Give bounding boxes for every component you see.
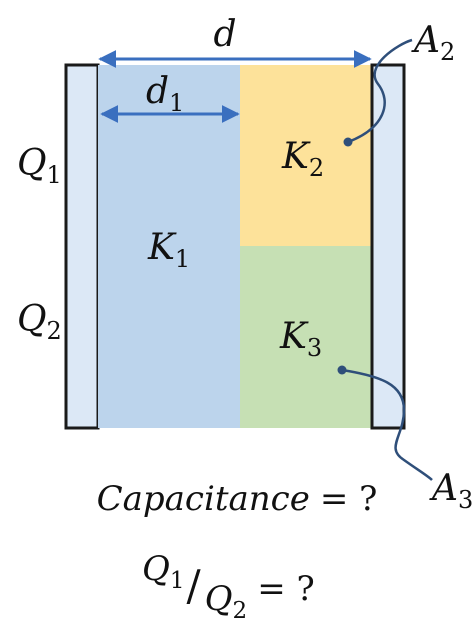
a3-callout-line [341,368,433,481]
q2-label: Q2 [17,299,62,345]
charge-ratio-question: Q1/Q2= ? [142,549,315,624]
a2-label: A2 [411,20,455,66]
k1-label: K1 [147,227,190,273]
dielectric-k3-region [240,246,372,428]
a2-callout-line [347,38,413,144]
a2-callout-dot [343,137,353,147]
left-plate [64,63,100,430]
a3-callout-dot [337,365,347,375]
capacitance-question: Capacitance= ? [97,479,378,519]
q1-label: Q1 [17,143,62,189]
a3-label: A3 [429,468,473,514]
d-label: d [213,14,236,55]
right-plate [370,63,406,430]
dielectric-k1-region [98,65,240,428]
dielectric-k2-region [240,65,372,246]
k2-label: K2 [281,136,324,182]
k3-label: K3 [279,316,322,362]
d1-label: d1 [146,71,184,117]
